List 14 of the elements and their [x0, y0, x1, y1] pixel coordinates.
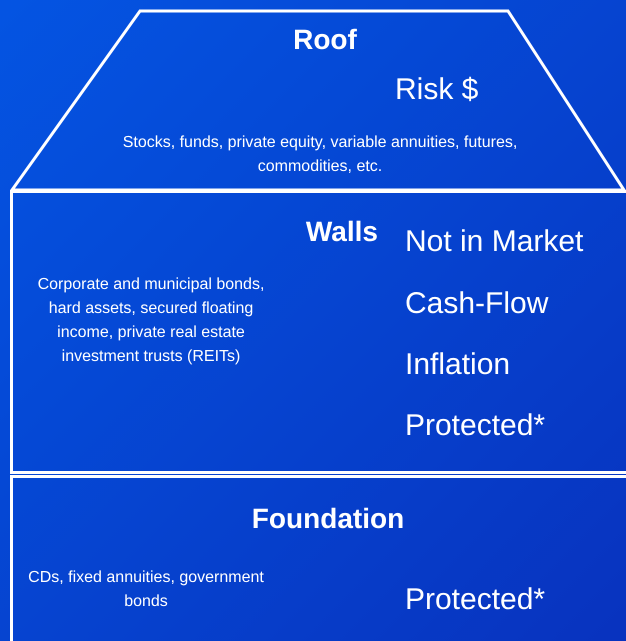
section-heading: Walls — [304, 215, 378, 249]
description-text: Corporate and municipal bonds, hard assets, secured floating income, private real estate investment trusts (REITs) — [36, 275, 266, 367]
description-text: CDs, fixed annuities, government bonds — [27, 568, 265, 612]
category-label: Not in Market — [405, 224, 584, 260]
category-label: Protected* — [405, 582, 546, 618]
section-box — [10, 190, 626, 474]
description-text: Stocks, funds, private equity, variable annuities, futures, commodities, etc. — [122, 133, 518, 177]
category-label: Protected* — [405, 408, 546, 444]
category-label: Risk $ — [395, 72, 480, 108]
section-heading: Foundation — [250, 502, 406, 536]
category-label: Cash-Flow — [405, 286, 550, 322]
section-box — [10, 475, 626, 641]
category-label: Inflation — [405, 347, 512, 383]
section-heading: Roof — [292, 23, 358, 57]
